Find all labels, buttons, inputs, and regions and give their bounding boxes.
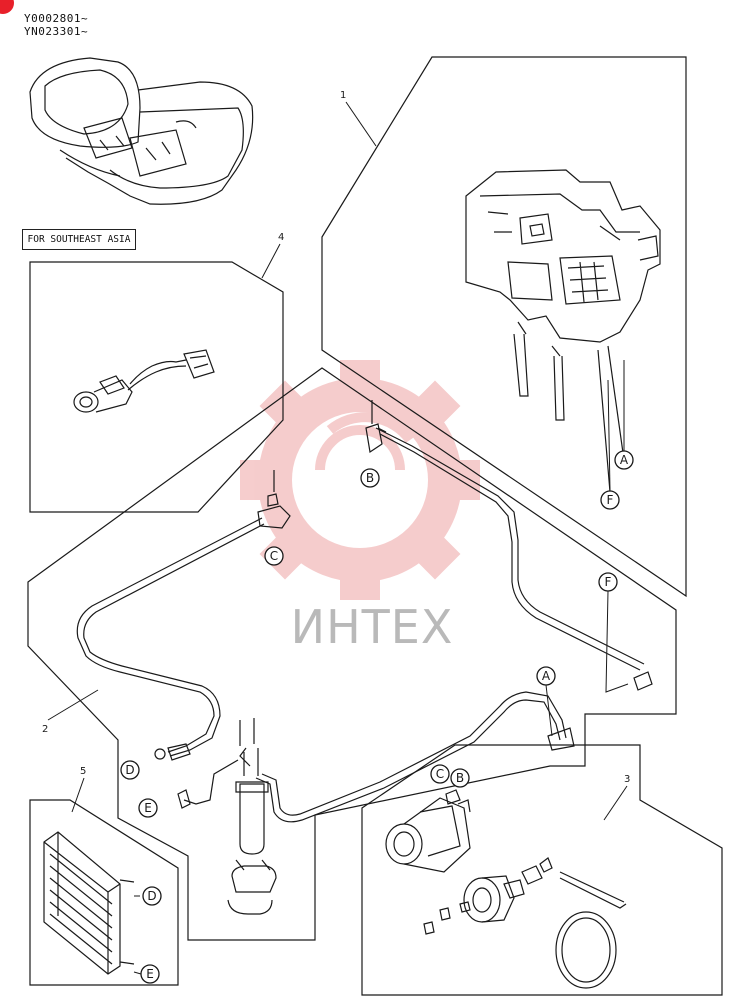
- part-number-4: 4: [278, 232, 284, 243]
- group-1-outline: [321, 56, 687, 598]
- serial-range-2: YN023301~: [24, 25, 89, 38]
- connection-e-marker-hose: [138, 798, 158, 818]
- connection-b-marker-hose: [360, 468, 380, 488]
- connection-f-label-lower: F: [605, 575, 612, 589]
- part-number-3: 3: [624, 774, 630, 785]
- connection-a-label-upper: A: [620, 453, 629, 467]
- connection-b-label-hose: B: [366, 471, 374, 485]
- group-3-outline: [361, 744, 723, 996]
- connection-d-marker-hose: [120, 760, 140, 780]
- leader-1: [345, 101, 377, 147]
- part-number-5: 5: [80, 766, 86, 777]
- connection-f-label-upper: F: [607, 493, 614, 507]
- connection-d-label-condenser: D: [147, 889, 156, 903]
- heater-unit-illustration: [465, 169, 661, 493]
- corner-badge: [0, 0, 14, 14]
- group-4-outline: [29, 261, 284, 513]
- group-5-outline: [29, 799, 179, 986]
- leader-2: [47, 689, 99, 721]
- part-number-2: 2: [42, 724, 48, 735]
- compressor-illustration: [385, 789, 627, 989]
- connection-c-marker-compressor: [430, 764, 450, 784]
- connection-b-label-compressor: B: [456, 771, 464, 785]
- hose-assembly-illustration: [76, 400, 653, 915]
- region-note-box: FOR SOUTHEAST ASIA: [22, 229, 136, 250]
- leader-5: [71, 777, 85, 813]
- connection-c-label-compressor: C: [436, 767, 444, 781]
- connection-e-label-hose: E: [144, 801, 152, 815]
- connection-d-marker-condenser: [142, 886, 162, 906]
- connection-c-marker-hose: [264, 546, 284, 566]
- connection-e-label-condenser: E: [146, 967, 154, 981]
- connection-d-label-hose: D: [125, 763, 134, 777]
- watermark-text: ИНТЕХ: [290, 600, 454, 654]
- connection-b-marker-compressor: [450, 768, 470, 788]
- machine-overview-illustration: [29, 57, 254, 205]
- leader-3: [603, 785, 628, 821]
- connection-c-label-hose: C: [270, 549, 278, 563]
- group-2-outline: [27, 367, 677, 941]
- part-number-1: 1: [340, 90, 346, 101]
- switch-harness-illustration: [73, 349, 215, 413]
- connection-a-label-lower: A: [542, 669, 551, 683]
- condenser-illustration: [43, 831, 135, 975]
- leader-4: [261, 243, 281, 279]
- serial-range-1: Y0002801~: [24, 12, 89, 25]
- watermark-gear: [240, 360, 480, 600]
